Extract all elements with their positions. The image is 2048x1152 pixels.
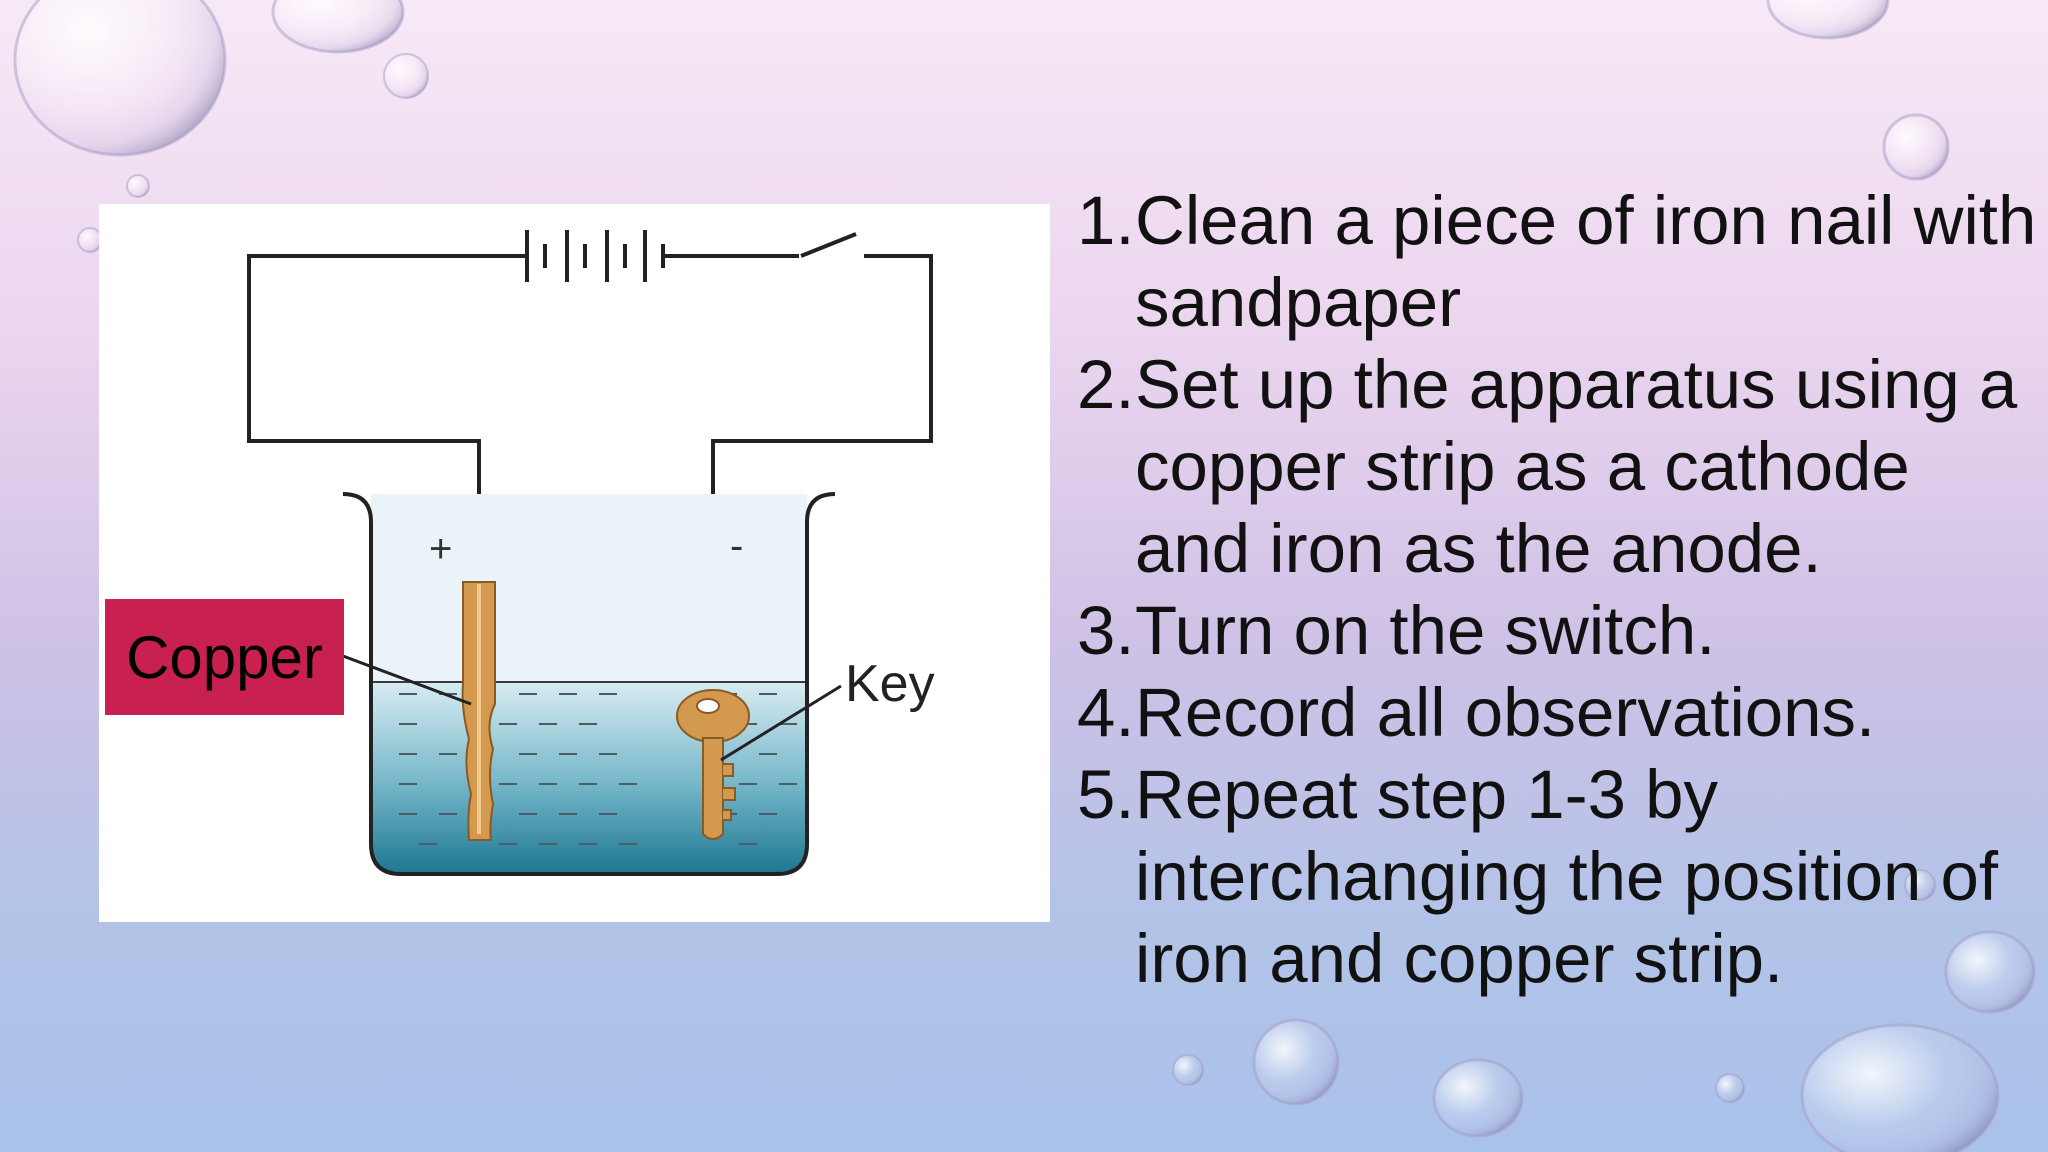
switch-icon — [800, 232, 857, 258]
step-5: 5.Repeat step 1-3 by interchanging the p… — [1077, 754, 2037, 1000]
copper-pointer-line — [342, 654, 472, 706]
step-number: 2. — [1077, 346, 1135, 423]
step-number: 4. — [1077, 674, 1135, 751]
procedure-steps: 1.Clean a piece of iron nail with sandpa… — [1077, 180, 2037, 1000]
step-text: Set up the apparatus using a copper stri… — [1135, 346, 2018, 587]
step-1: 1.Clean a piece of iron nail with sandpa… — [1077, 180, 2037, 344]
positive-terminal-sign: + — [429, 527, 453, 571]
step-text: Repeat step 1-3 by interchanging the pos… — [1135, 756, 1999, 997]
left-wire — [247, 254, 481, 582]
circuit-drawing — [247, 230, 933, 876]
key-label: Key — [845, 655, 935, 713]
negative-terminal-sign: - — [730, 524, 744, 568]
step-text: Turn on the switch. — [1135, 592, 1716, 669]
step-text: Record all observations. — [1135, 674, 1876, 751]
step-4: 4.Record all observations. — [1077, 672, 2037, 754]
copper-label: Copper — [105, 599, 344, 715]
step-text: Clean a piece of iron nail with sandpape… — [1135, 182, 2037, 341]
liquid-dashes — [399, 693, 797, 845]
step-3: 3.Turn on the switch. — [1077, 590, 2037, 672]
step-number: 5. — [1077, 756, 1135, 833]
step-2: 2.Set up the apparatus using a copper st… — [1077, 344, 2037, 590]
step-number: 1. — [1077, 182, 1135, 259]
key-electrode — [676, 689, 750, 840]
step-number: 3. — [1077, 592, 1135, 669]
electroplating-diagram: + - Copper Key — [99, 204, 1050, 922]
key-pointer-line — [720, 684, 842, 762]
battery-icon — [479, 230, 665, 282]
beaker-outline — [342, 492, 836, 876]
beaker-air — [371, 494, 807, 684]
